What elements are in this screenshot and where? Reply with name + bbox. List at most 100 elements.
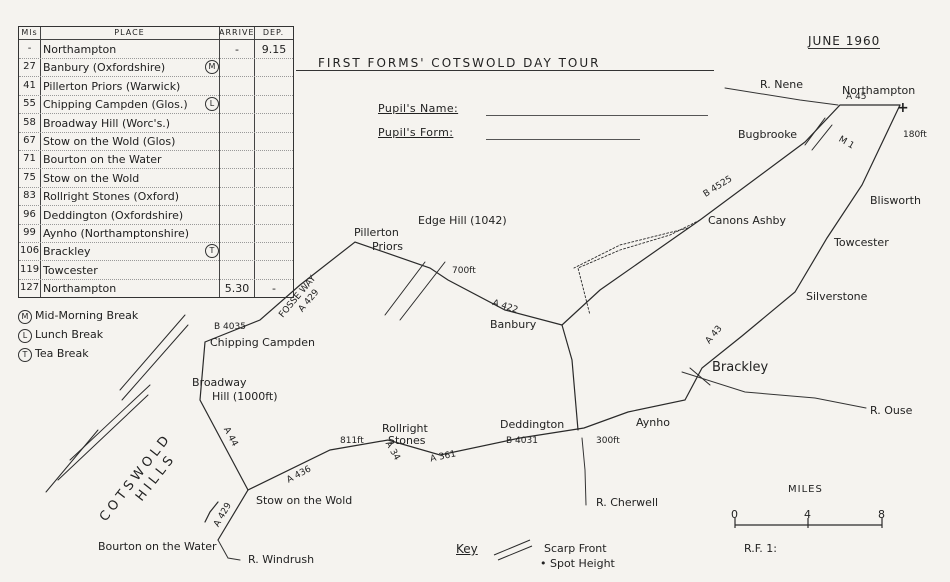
place-rollright: Rollright xyxy=(382,422,428,435)
place-blisworth: Blisworth xyxy=(870,194,921,207)
itinerary-row: 99 Aynho (Northamptonshire) xyxy=(19,224,293,243)
cell-place: Broadway Hill (Worc's.) xyxy=(43,116,171,130)
cell-mls: 99 xyxy=(23,227,36,238)
height-edge-hill: 700ft xyxy=(452,266,476,276)
key-title: Key xyxy=(456,542,478,556)
cell-arrive: - xyxy=(235,43,239,56)
place-pillerton: Pillerton xyxy=(354,226,399,239)
cell-place: Aynho (Northamptonshire) xyxy=(43,227,190,240)
place-northampton: Northampton xyxy=(842,84,916,97)
scale-tick-4: 4 xyxy=(804,508,811,521)
itinerary-row: -Northampton-9.15 xyxy=(19,40,293,59)
cell-place: Towcester xyxy=(43,263,98,277)
cell-mls: 127 xyxy=(20,282,40,294)
place-broadway-hill: Hill (1000ft) xyxy=(212,390,278,403)
cell-place: Chipping Campden (Glos.) xyxy=(43,98,188,112)
cell-mls: 75 xyxy=(23,171,36,183)
scarp-icon xyxy=(493,539,533,561)
pupil-name-field[interactable] xyxy=(486,115,708,116)
cell-mls: - xyxy=(27,43,32,54)
badge-icon: L xyxy=(205,97,219,112)
route-line-north xyxy=(561,104,901,326)
cell-mls: 71 xyxy=(23,153,36,165)
pupil-name-label: Pupil's Name: xyxy=(378,102,459,115)
badge-icon: L xyxy=(18,329,32,343)
itinerary-row: 96 Deddington (Oxfordshire) xyxy=(19,206,293,225)
place-aynho: Aynho xyxy=(636,416,670,429)
place-priors: Priors xyxy=(372,240,404,253)
place-bugbrooke: Bugbrooke xyxy=(738,128,797,141)
place-edge-hill: Edge Hill (1042) xyxy=(418,214,507,227)
cell-mls: 96 xyxy=(23,208,36,220)
date-label: JUNE 1960 xyxy=(808,34,881,49)
cell-arrive: 5.30 xyxy=(224,282,250,296)
place-brackley: Brackley xyxy=(712,360,769,375)
tour-title: FIRST FORMS' COTSWOLD DAY TOUR xyxy=(318,56,601,70)
cell-mls: 119 xyxy=(20,263,40,275)
badge-icon: T xyxy=(205,244,219,259)
cotswold-scarp xyxy=(45,117,833,493)
cell-mls: 55 xyxy=(23,98,36,110)
cell-place: Brackley xyxy=(43,245,91,259)
place-stow: Stow on the Wold xyxy=(256,494,353,507)
rivers xyxy=(217,87,867,561)
cell-place: Pillerton Priors (Warwick) xyxy=(43,79,181,93)
col-arrive: ARRIVE xyxy=(219,28,255,37)
minor-roads xyxy=(573,219,701,316)
route-line-west xyxy=(199,241,563,491)
place-deddington: Deddington xyxy=(500,418,565,431)
road-banbury-south xyxy=(561,324,579,431)
river-ouse: R. Ouse xyxy=(870,404,913,417)
cell-mls: 27 xyxy=(23,61,36,73)
title-underline xyxy=(296,70,714,71)
scale-tick-0: 0 xyxy=(731,508,738,521)
scale-bar xyxy=(734,518,883,528)
river-cherwell: R. Cherwell xyxy=(596,496,659,509)
road-a45: A 45 xyxy=(846,92,867,102)
place-canons-ashby: Canons Ashby xyxy=(708,214,787,227)
itinerary-row: 55 Chipping Campden (Glos.) L xyxy=(19,95,293,115)
cell-dep: 9.15 xyxy=(261,43,287,56)
itinerary-row: 41 Pillerton Priors (Warwick) xyxy=(19,77,293,96)
col-place: PLACE xyxy=(114,28,145,37)
cell-place: Stow on the Wold (Glos) xyxy=(43,135,176,148)
badge-icon: M xyxy=(205,60,219,75)
cell-dep: - xyxy=(272,282,276,296)
cell-place: Stow on the Wold xyxy=(43,171,140,185)
cell-place: Rollright Stones (Oxford) xyxy=(43,190,179,204)
cell-place: Banbury (Oxfordshire) xyxy=(43,61,166,75)
col-mls: Mls xyxy=(21,28,38,37)
place-bourton: Bourton on the Water xyxy=(98,540,217,553)
road-b4031: B 4031 xyxy=(506,436,538,446)
itinerary-row: 67 Stow on the Wold (Glos) xyxy=(19,132,293,151)
place-banbury: Banbury xyxy=(490,318,537,331)
height-northampton: 180ft xyxy=(903,130,927,140)
badge-icon: T xyxy=(18,348,32,362)
height-aynho: 300ft xyxy=(596,436,620,446)
badge-icon: M xyxy=(18,310,32,324)
key-scarp: Scarp Front xyxy=(544,542,607,555)
itinerary-row: 71 Bourton on the Water xyxy=(19,150,293,170)
place-stones: Stones xyxy=(388,434,426,447)
pupil-form-field[interactable] xyxy=(486,139,640,140)
cell-place: Deddington (Oxfordshire) xyxy=(43,208,184,222)
scale-rf: R.F. 1: xyxy=(744,542,778,555)
itinerary-row: 27 Banbury (Oxfordshire) M xyxy=(19,58,293,78)
scale-title: MILES xyxy=(788,484,823,495)
cell-mls: 67 xyxy=(23,135,36,146)
itinerary-row: 75 Stow on the Wold xyxy=(19,169,293,188)
cell-place: Northampton xyxy=(43,282,117,296)
cell-mls: 41 xyxy=(23,79,36,91)
key-spot: • Spot Height xyxy=(540,557,615,570)
cell-place: Bourton on the Water xyxy=(43,153,162,167)
